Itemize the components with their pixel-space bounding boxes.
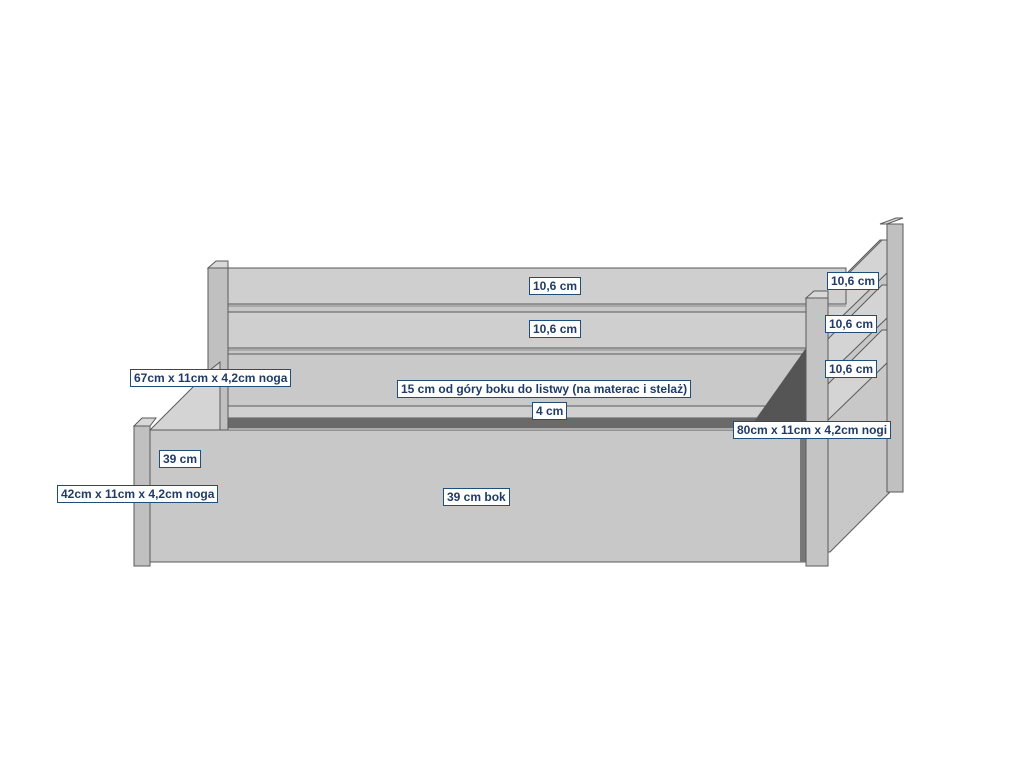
label-side-height: 39 cm — [159, 450, 202, 468]
label-side-board: 39 cm bok — [443, 488, 510, 506]
label-front-leg: 42cm x 11cm x 4,2cm noga — [57, 485, 219, 503]
label-slat: 4 cm — [532, 402, 568, 420]
label-top-board: 10,6 cm — [529, 277, 582, 295]
label-back-leg: 67cm x 11cm x 4,2cm noga — [130, 369, 292, 387]
front-right-leg-top — [804, 290, 829, 299]
label-right-board-1: 10,6 cm — [827, 272, 880, 290]
label-second-board: 10,6 cm — [529, 320, 582, 338]
mattress-slat — [225, 405, 811, 419]
label-right-leg: 80cm x 11cm x 4,2cm nogi — [733, 421, 892, 439]
label-right-board-3: 10,6 cm — [825, 360, 878, 378]
slat-shadow — [226, 418, 810, 428]
back-second-board — [225, 311, 811, 349]
headboard-right-leg — [886, 223, 904, 493]
label-slat-note: 15 cm od góry boku do listwy (na materac… — [397, 380, 692, 398]
inner-shadow — [748, 348, 806, 430]
headboard-right-leg-top — [879, 217, 904, 225]
back-left-leg-top — [206, 260, 229, 269]
front-side-shadow — [800, 432, 808, 562]
front-left-leg-top — [132, 417, 157, 427]
label-right-board-2: 10,6 cm — [825, 315, 878, 333]
